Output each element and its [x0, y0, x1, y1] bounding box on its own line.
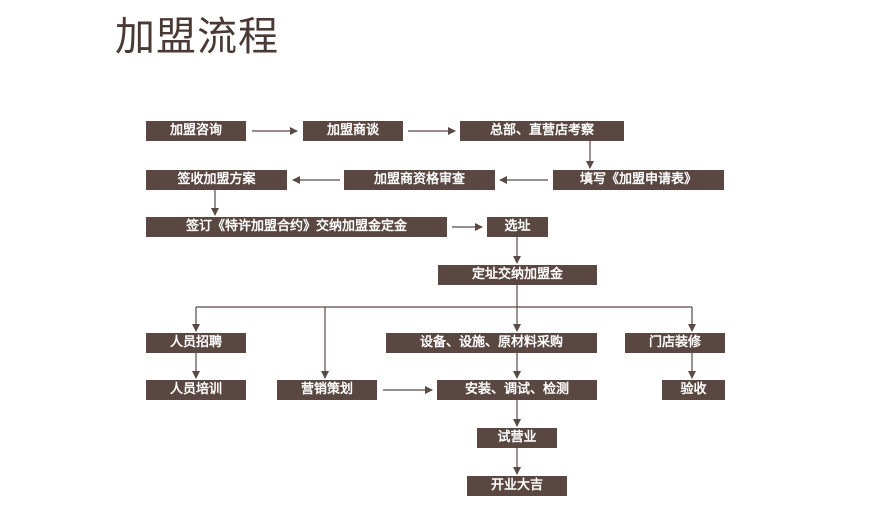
- step-marketing: 营销策划: [277, 380, 377, 400]
- step-purchase: 设备、设施、原材料采购: [386, 333, 597, 353]
- step-opening: 开业大吉: [467, 476, 567, 496]
- step-recruit: 人员招聘: [146, 333, 246, 353]
- step-acceptance: 验收: [662, 380, 725, 400]
- step-sign-plan: 签收加盟方案: [146, 170, 287, 190]
- page-title: 加盟流程: [115, 14, 279, 60]
- step-review: 加盟商资格审查: [344, 170, 495, 190]
- step-site: 选址: [487, 217, 548, 237]
- step-inspect: 总部、直营店考察: [460, 121, 624, 141]
- step-decoration: 门店装修: [625, 333, 725, 353]
- step-consult: 加盟咨询: [146, 121, 246, 141]
- step-site-fee: 定址交纳加盟金: [438, 265, 597, 285]
- step-contract: 签订《特许加盟合约》交纳加盟金定金: [146, 217, 447, 237]
- step-install: 安装、调试、检测: [437, 380, 597, 400]
- step-trial: 试营业: [477, 428, 557, 448]
- step-fill-form: 填写《加盟申请表》: [553, 170, 724, 190]
- step-negotiate: 加盟商谈: [303, 121, 403, 141]
- step-training: 人员培训: [146, 380, 246, 400]
